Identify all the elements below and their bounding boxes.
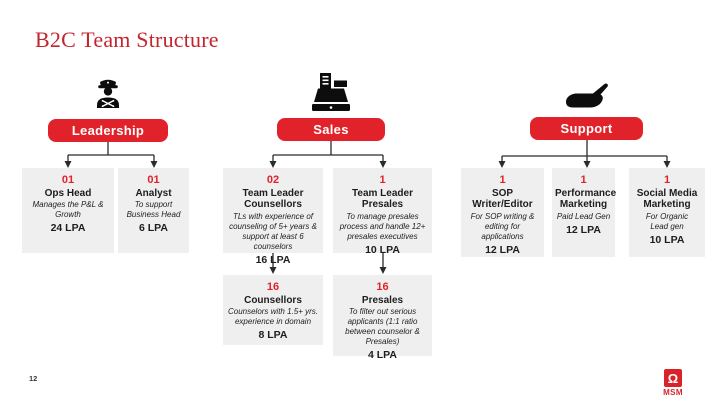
role-salary: 24 LPA — [50, 222, 86, 235]
role-title: Counsellors — [244, 294, 302, 306]
role-salary: 6 LPA — [139, 222, 168, 235]
headcount: 16 — [266, 281, 280, 293]
msm-logo: Ω MSM — [660, 369, 686, 397]
role-salary: 10 LPA — [365, 243, 400, 256]
card-ops-head: 01 Ops Head Manages the P&L & Growth 24 … — [22, 168, 114, 253]
branch-button-sales: Sales — [277, 118, 385, 141]
msm-logo-icon: Ω — [664, 369, 682, 387]
msm-logo-symbol: Ω — [667, 370, 679, 386]
card-team-leader-presales: 1 Team Leader Presales To manage presale… — [333, 168, 432, 256]
role-title: Analyst — [135, 187, 172, 199]
headcount: 01 — [147, 174, 160, 186]
role-title: Performance Marketing — [555, 187, 617, 211]
role-salary: 4 LPA — [368, 349, 397, 362]
card-team-leader-counsellors: 02 Team Leader Counsellors TLs with expe… — [223, 168, 323, 266]
role-description: TLs with experience of counseling of 5+ … — [229, 211, 317, 251]
giving-hand-icon — [566, 83, 608, 108]
headcount: 1 — [580, 174, 587, 186]
card-presales: 16 Presales To filter out serious applic… — [333, 275, 432, 361]
headcount: 16 — [376, 281, 389, 293]
role-description: For Organic Lead gen — [645, 211, 689, 231]
role-description: To manage presales process and handle 12… — [339, 211, 426, 241]
role-title: Ops Head — [44, 187, 92, 199]
role-description: Paid Lead Gen — [556, 211, 611, 221]
role-description: Manages the P&L & Growth — [32, 200, 104, 220]
headcount: 1 — [499, 174, 506, 186]
card-sop-writer-editor: 1 SOP Writer/Editor For SOP writing & ed… — [461, 168, 544, 257]
branch-label: Support — [560, 121, 613, 136]
headcount: 1 — [379, 174, 386, 186]
role-title: Team Leader Presales — [352, 187, 413, 211]
role-description: Counselors with 1.5+ yrs. experience in … — [227, 307, 319, 327]
role-title: Presales — [361, 294, 404, 306]
role-description: To support Business Head — [126, 200, 181, 220]
card-performance-marketing: 1 Performance Marketing Paid Lead Gen 12… — [552, 168, 617, 257]
headcount: 1 — [663, 174, 671, 186]
headcount: 01 — [61, 174, 75, 186]
branch-button-leadership: Leadership — [48, 119, 168, 142]
role-salary: 12 LPA — [566, 223, 601, 236]
branch-label: Leadership — [71, 123, 145, 138]
role-title: Team Leader Counsellors — [242, 187, 304, 211]
page-number: 12 — [29, 374, 38, 383]
branch-button-support: Support — [530, 117, 643, 140]
role-salary: 12 LPA — [485, 243, 520, 256]
role-title: SOP Writer/Editor — [472, 187, 533, 211]
police-officer-icon — [97, 79, 119, 108]
card-counsellors: 16 Counsellors Counselors with 1.5+ yrs.… — [223, 275, 323, 345]
role-title: Social Media Marketing — [636, 187, 698, 211]
cash-register-icon — [312, 73, 350, 111]
role-salary: 10 LPA — [649, 233, 685, 246]
msm-logo-text: MSM — [663, 388, 683, 397]
card-social-media-marketing: 1 Social Media Marketing For Organic Lea… — [629, 168, 705, 257]
role-salary: 8 LPA — [258, 329, 288, 342]
page-title: B2C Team Structure — [35, 27, 219, 52]
role-description: To filter out serious applicants (1:1 ra… — [345, 307, 420, 347]
branch-label: Sales — [313, 122, 349, 137]
headcount: 02 — [266, 174, 280, 186]
role-description: For SOP writing & editing for applicatio… — [470, 211, 535, 241]
role-salary: 16 LPA — [255, 253, 291, 266]
card-analyst: 01 Analyst To support Business Head 6 LP… — [118, 168, 189, 253]
